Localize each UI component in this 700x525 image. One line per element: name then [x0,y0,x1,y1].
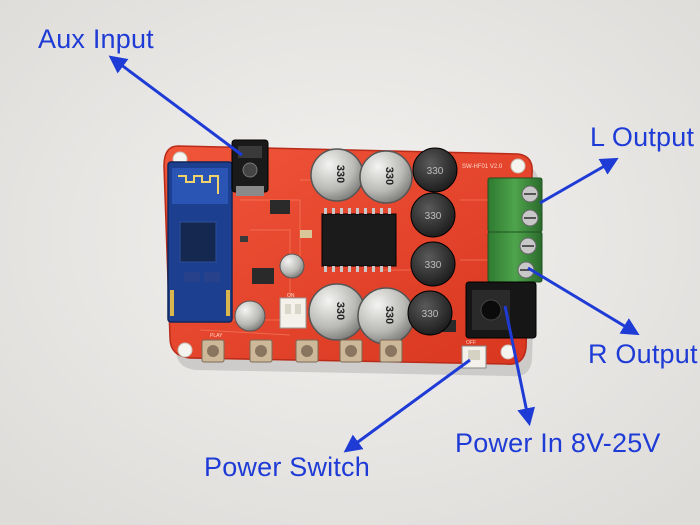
svg-text:OFF: OFF [466,340,476,346]
svg-text:PLAY: PLAY [210,333,223,339]
terminal-block-right-output [487,231,543,283]
inductor-3: 330 [410,241,456,287]
board-model-label: SW-HF01 V2.0 [462,164,503,170]
svg-text:330: 330 [422,309,439,320]
capacitor-top-left: 330 [310,148,364,202]
svg-text:330: 330 [427,166,444,177]
capacitor-small [234,300,266,332]
svg-text:330: 330 [334,302,346,320]
dip-switch: ON [279,293,307,329]
arrow-power-in [503,305,536,427]
arrow-r-output [527,266,640,336]
inductor-4: 330 [407,290,453,336]
svg-text:ON: ON [287,293,295,299]
arrow-power-switch [343,358,471,453]
annotation-arrows [108,55,640,453]
push-buttons: PLAY [201,333,403,363]
amplifier-chip [321,208,397,272]
label-aux-input: Aux Input [38,24,154,54]
svg-text:330: 330 [425,260,442,271]
terminal-block-left-output [487,177,543,233]
svg-text:330: 330 [334,165,346,183]
svg-text:330: 330 [425,211,442,222]
smd-components [240,180,456,332]
svg-text:330: 330 [383,306,395,324]
label-l-output: L Output [590,122,695,152]
label-r-output: R Output [588,339,698,369]
capacitor-bottom-right: 330 [357,287,415,345]
bluetooth-module-icon [167,161,233,323]
label-power-switch: Power Switch [204,452,370,482]
svg-text:330: 330 [383,167,395,185]
inductor-1: 330 [412,147,458,193]
audio-jack-icon [231,139,269,196]
capacitor-bottom-left: 330 [308,283,366,341]
arrow-l-output [539,157,619,205]
inductor-2: 330 [410,192,456,238]
arrow-aux-input [108,55,243,157]
dc-jack-icon [465,281,537,339]
label-power-in: Power In 8V-25V [455,428,661,458]
capacitor-top-right: 330 [359,150,413,204]
